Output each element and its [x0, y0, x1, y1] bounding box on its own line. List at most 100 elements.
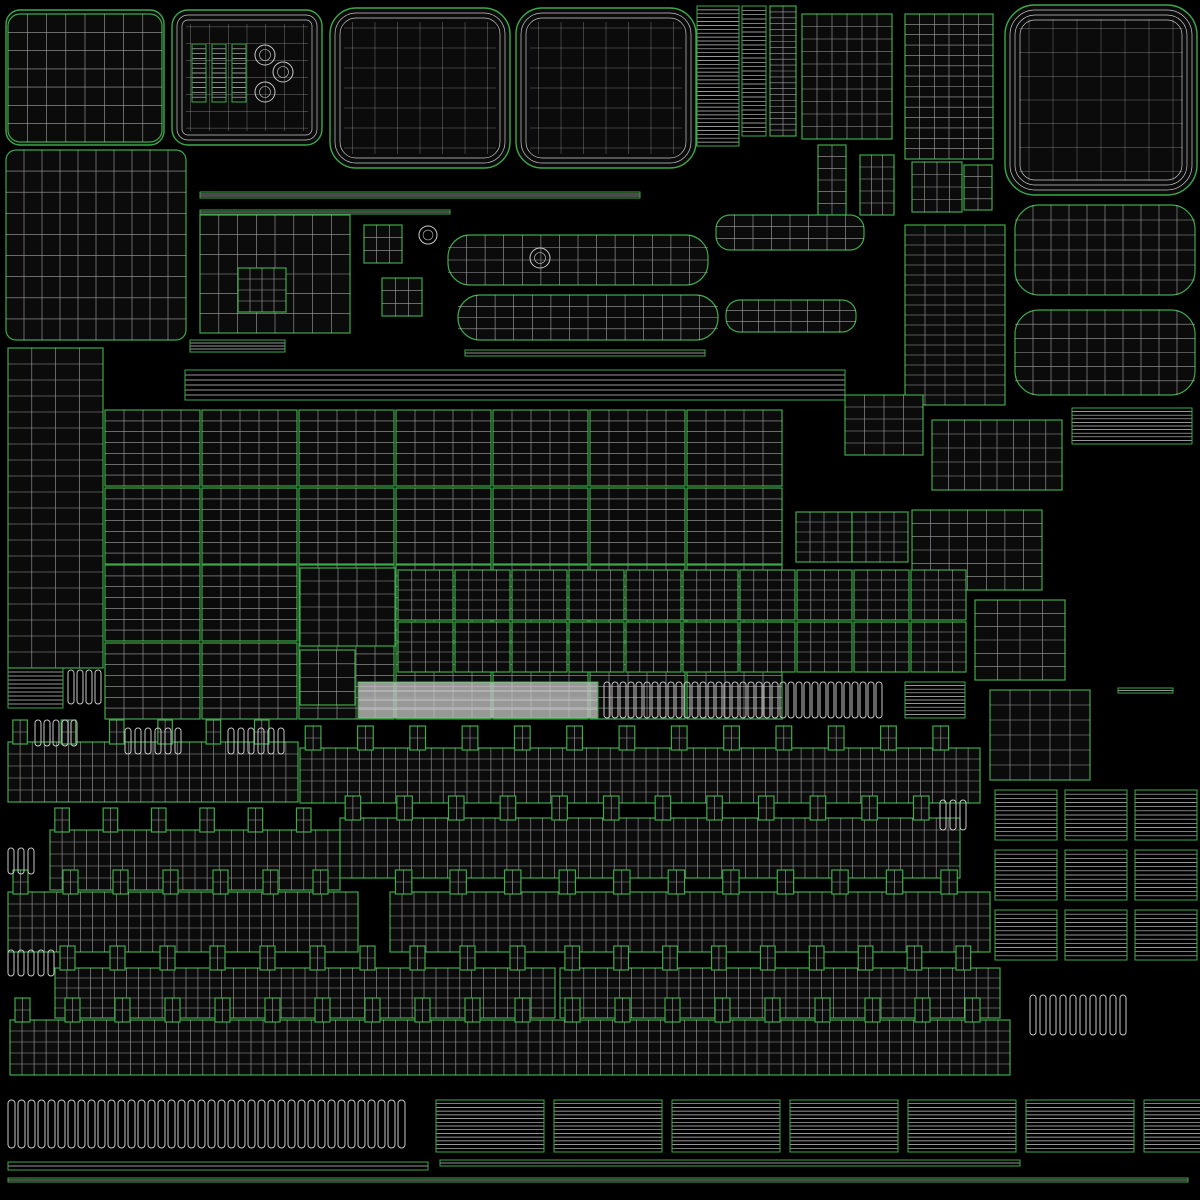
spring-loop: [237, 1099, 246, 1149]
island-wire: [365, 998, 380, 1022]
key-grid-island: [104, 409, 201, 487]
island-wire: [722, 870, 740, 894]
island-wire: [8, 14, 162, 142]
island-wire: [990, 690, 1090, 780]
island-wire: [665, 998, 680, 1022]
island-wire: [810, 796, 826, 820]
band-tooth: [566, 725, 584, 751]
spring-loop: [164, 727, 172, 755]
spring-loop: [267, 727, 275, 755]
key-grid-island: [395, 409, 492, 487]
band-tooth: [112, 869, 129, 895]
key-grid-island: [104, 564, 201, 642]
spring-loop: [651, 681, 659, 719]
band-tooth: [614, 997, 631, 1023]
band-tooth: [513, 725, 531, 751]
band-tooth: [776, 869, 795, 895]
island-wire: [655, 796, 671, 820]
island-seam: [395, 409, 492, 487]
band-tooth: [808, 945, 825, 971]
band-tooth: [613, 945, 630, 971]
band-tooth: [885, 869, 904, 895]
right-strip-stack: [1134, 849, 1198, 901]
band-tooth: [670, 725, 688, 751]
mid-block: [989, 689, 1091, 781]
spring-loop: [763, 681, 771, 719]
island-wire: [861, 796, 878, 820]
band-tooth: [514, 997, 531, 1023]
island-wire: [514, 726, 531, 750]
band-tooth: [710, 945, 727, 971]
spring-loop: [34, 719, 42, 747]
island-wire: [115, 998, 130, 1022]
band-tooth: [108, 719, 125, 745]
spring-loop: [247, 1099, 256, 1149]
island-wire: [396, 488, 491, 564]
screw-island: [529, 247, 551, 269]
band-tooth: [409, 725, 427, 751]
button-island: [272, 61, 294, 83]
side-strip: [696, 5, 740, 147]
strip-seam: [191, 43, 207, 103]
spring-loop: [177, 1099, 186, 1149]
key-strip-island: [568, 621, 625, 673]
spring-loop: [97, 1099, 106, 1149]
key-strip-island: [682, 621, 739, 673]
key-strip-island: [796, 621, 853, 673]
island-wire: [1015, 310, 1195, 395]
bottom-strip: [1025, 1099, 1135, 1153]
island-wire: [912, 162, 962, 212]
band-tooth: [54, 807, 70, 833]
spring-loop: [187, 1099, 196, 1149]
band-tooth: [304, 725, 322, 751]
island-wire: [911, 622, 966, 672]
long-edge-strip: [464, 349, 706, 357]
control-panel-island: [171, 9, 323, 146]
island-seam: [201, 487, 298, 565]
island-wire: [569, 570, 624, 620]
key-grid-island: [201, 642, 298, 720]
island-wire: [740, 622, 795, 672]
strip-seam: [1064, 909, 1128, 961]
bezel-ring: [181, 19, 313, 136]
long-edge-strip: [184, 369, 846, 401]
island-wire: [615, 998, 630, 1022]
strip-seam: [464, 349, 706, 357]
island-wire: [740, 570, 795, 620]
spring-loop: [154, 727, 162, 755]
band-tooth: [814, 997, 831, 1023]
band-tooth: [396, 795, 413, 821]
spring-loop: [1089, 994, 1097, 1036]
spring-loop: [7, 949, 15, 977]
island-wire: [448, 796, 464, 820]
bezel-ring: [339, 17, 501, 159]
island-wire: [551, 796, 568, 820]
band-tooth: [344, 795, 362, 821]
spring-loop: [297, 1099, 306, 1149]
bezel-ring: [1009, 9, 1193, 191]
spring-loop: [377, 1099, 386, 1149]
band-tooth: [150, 807, 167, 833]
island-wire: [687, 410, 782, 486]
band-tooth: [464, 997, 481, 1023]
key-strip-island: [910, 621, 967, 673]
island-wire: [797, 622, 852, 672]
island-wire: [886, 870, 903, 894]
control-strip: [231, 43, 247, 103]
island-wire: [776, 726, 792, 750]
grip-island: [715, 214, 865, 251]
island-wire: [299, 488, 394, 564]
band-tooth: [880, 725, 897, 751]
island-wire: [964, 165, 992, 210]
spring-loop: [77, 1099, 86, 1149]
band-tooth: [662, 945, 678, 971]
island-wire: [313, 870, 328, 894]
speaker-island: [363, 224, 403, 264]
island-wire: [202, 565, 297, 641]
key-strip-island: [454, 569, 511, 621]
island-wire: [683, 622, 738, 672]
island-wire: [50, 830, 340, 890]
island-wire: [802, 14, 892, 139]
key-grid-island: [298, 409, 395, 487]
